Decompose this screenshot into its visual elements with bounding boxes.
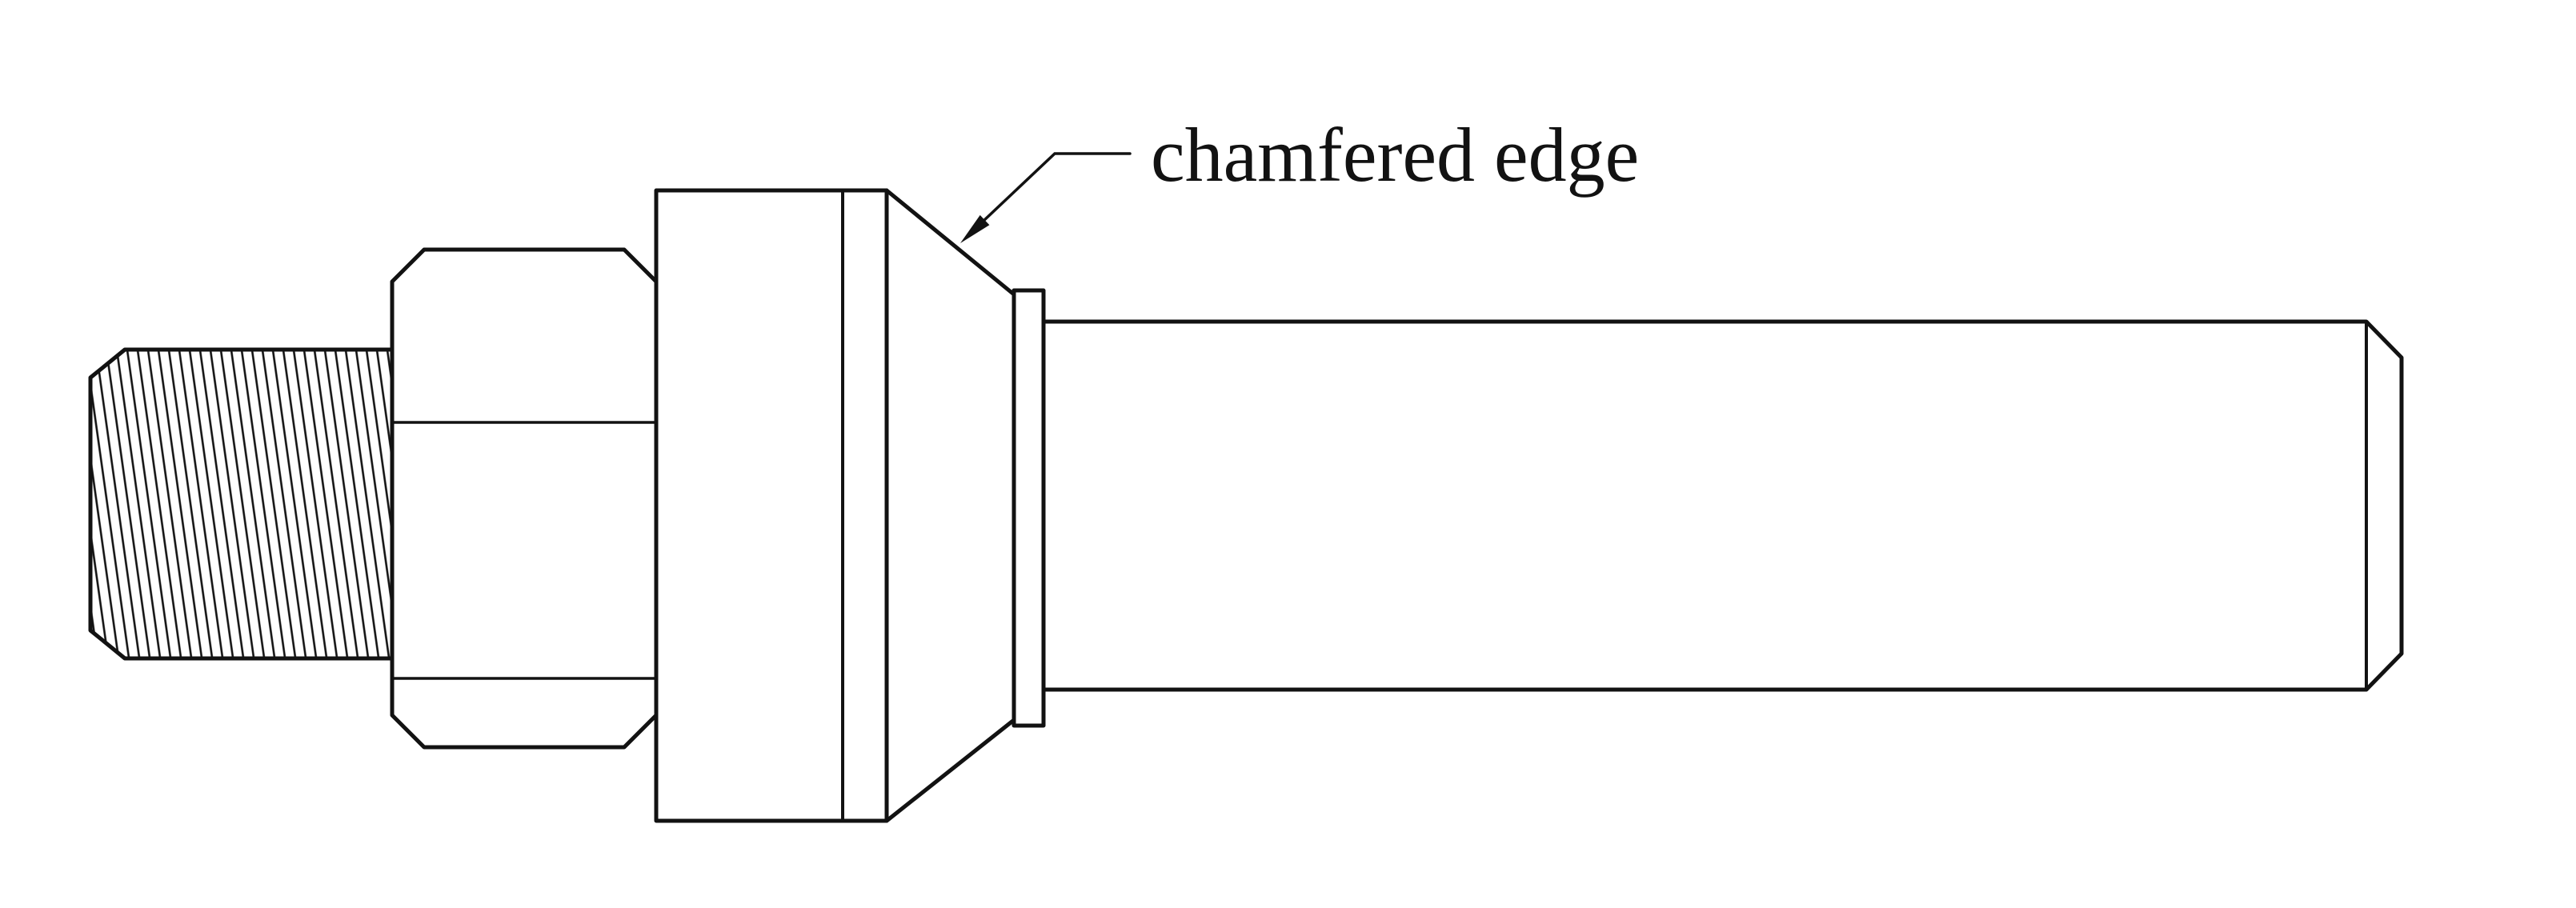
chamfer-cone bbox=[884, 188, 1016, 823]
thread-hatching bbox=[90, 350, 392, 658]
flange-collar bbox=[654, 188, 889, 823]
hex-nut bbox=[390, 247, 659, 750]
washer-band bbox=[1012, 288, 1046, 728]
chamfered-edge-label: chamfered edge bbox=[1151, 112, 1639, 198]
threaded-stud bbox=[88, 347, 395, 661]
arrowhead-icon bbox=[960, 214, 990, 243]
leader-arrow bbox=[960, 152, 1132, 243]
shaft bbox=[1041, 319, 2404, 692]
